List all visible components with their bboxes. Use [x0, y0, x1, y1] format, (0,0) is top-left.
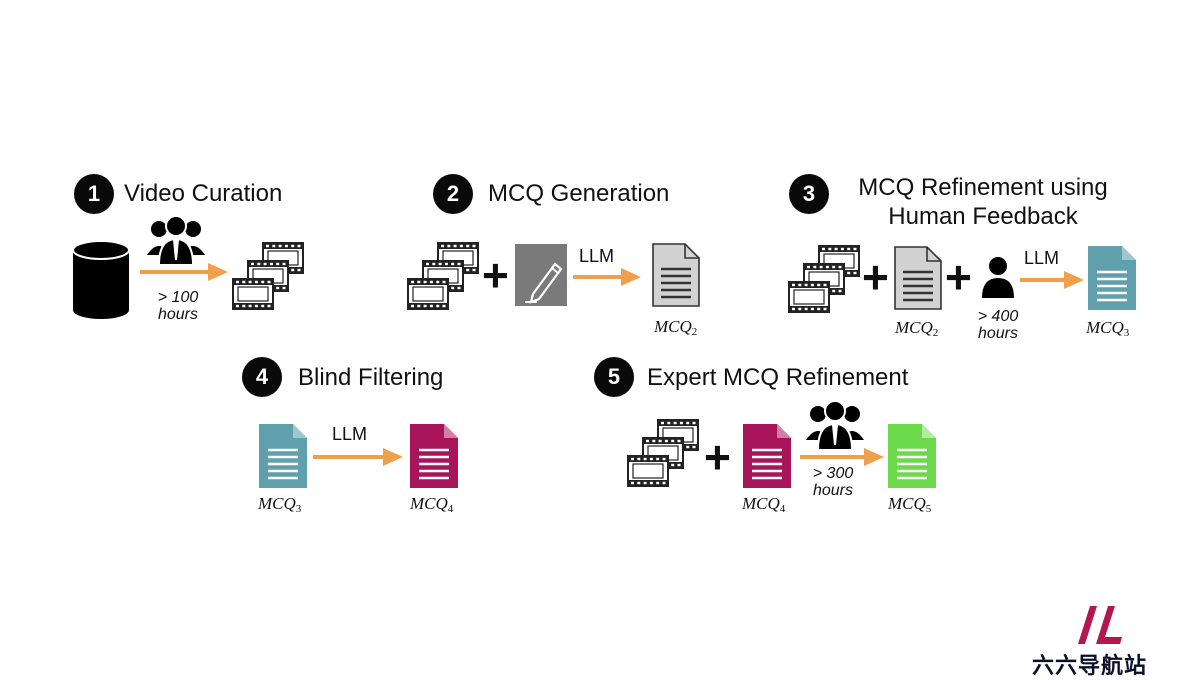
mcq-label: MCQ3	[1086, 318, 1130, 339]
mcq-label: MCQ4	[742, 494, 786, 515]
watermark-text: 六六导航站	[1032, 654, 1148, 679]
step-3-number: 3	[789, 174, 829, 214]
team-icon	[806, 400, 864, 451]
team-icon	[147, 215, 205, 266]
mcq-label: MCQ2	[895, 318, 939, 339]
document-icon	[652, 243, 700, 307]
mcq-label: MCQ4	[410, 494, 454, 515]
hours-unit: hours	[812, 482, 854, 499]
document-icon	[894, 246, 942, 310]
arrow-step-4	[313, 448, 403, 466]
step-5-title: Expert MCQ Refinement	[647, 364, 909, 391]
step-3-title: MCQ Refinement using Human Feedback	[846, 173, 1120, 231]
llm-label-step-2: LLM	[579, 246, 615, 266]
step-3-title-line-1: MCQ Refinement using	[858, 174, 1108, 201]
document-icon	[1088, 246, 1136, 310]
step-2-number: 2	[433, 174, 473, 214]
video-frames-icon	[788, 245, 860, 313]
hours-value: > 100	[157, 289, 199, 306]
write-document-icon	[515, 244, 567, 306]
video-frames-icon	[232, 242, 304, 310]
hours-step-3: > 400 hours	[968, 308, 1028, 342]
mcq-label: MCQ2	[654, 317, 698, 338]
llm-label-step-4: LLM	[332, 424, 368, 444]
plus-sign: +	[704, 431, 731, 483]
video-frames-icon	[407, 242, 479, 310]
mcq-label: MCQ5	[888, 494, 932, 515]
plus-sign: +	[482, 249, 509, 301]
person-icon	[982, 257, 1014, 298]
arrow-step-5	[800, 448, 884, 466]
step-5-number: 5	[594, 357, 634, 397]
step-2-title: MCQ Generation	[488, 180, 670, 207]
hours-value: > 400	[977, 308, 1019, 325]
arrow-step-3	[1020, 271, 1084, 289]
hours-unit: hours	[977, 325, 1019, 342]
video-frames-icon	[627, 419, 699, 487]
step-1-number: 1	[74, 174, 114, 214]
document-icon	[259, 424, 307, 488]
database-icon	[72, 240, 130, 319]
step-4-title: Blind Filtering	[298, 364, 444, 391]
document-icon	[410, 424, 458, 488]
watermark-logo-icon	[1078, 606, 1122, 644]
plus-sign: +	[862, 251, 889, 303]
hours-unit: hours	[157, 306, 199, 323]
hours-step-1: > 100 hours	[148, 289, 208, 323]
step-3-title-line-2: Human Feedback	[888, 203, 1078, 230]
plus-sign: +	[945, 251, 972, 303]
document-icon	[888, 424, 936, 488]
llm-label-step-3: LLM	[1024, 248, 1060, 268]
arrow-step-2	[573, 268, 641, 286]
hours-step-5: > 300 hours	[803, 465, 863, 499]
document-icon	[743, 424, 791, 488]
step-4-number: 4	[242, 357, 282, 397]
step-1-title: Video Curation	[124, 180, 283, 207]
mcq-label: MCQ3	[258, 494, 302, 515]
hours-value: > 300	[812, 465, 854, 482]
arrow-step-1	[140, 263, 228, 281]
